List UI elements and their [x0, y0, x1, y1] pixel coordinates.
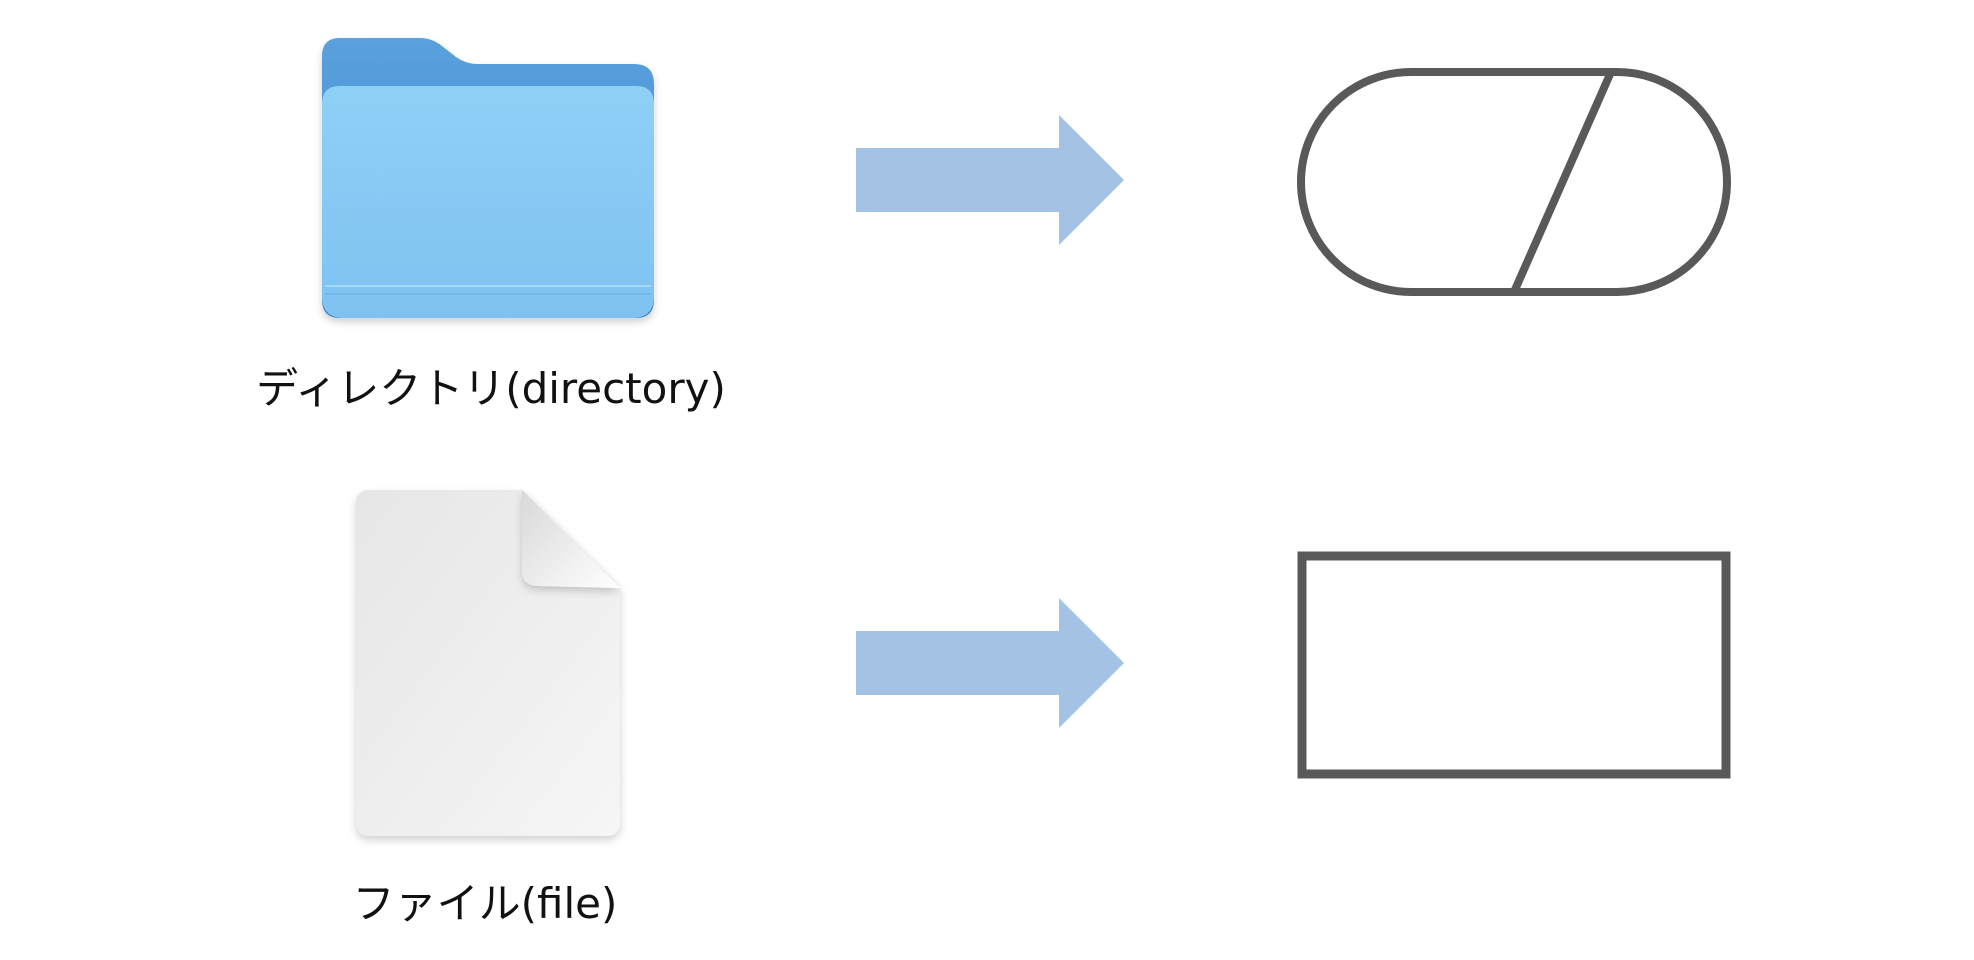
file-symbol	[1297, 551, 1731, 779]
file-label: ファイル(file)	[352, 879, 618, 928]
directory-symbol-slash	[1510, 70, 1615, 294]
document-icon	[356, 490, 620, 836]
directory-label: ディレクトリ(directory)	[256, 364, 726, 413]
folder-front	[322, 86, 654, 318]
folder-icon	[322, 38, 654, 318]
document-fold	[522, 490, 620, 588]
directory-symbol	[1297, 68, 1731, 296]
document-body	[356, 490, 620, 836]
arrow-right-icon	[856, 598, 1124, 728]
arrow-right-icon	[856, 115, 1124, 245]
directory-symbol-outline	[1297, 68, 1731, 296]
